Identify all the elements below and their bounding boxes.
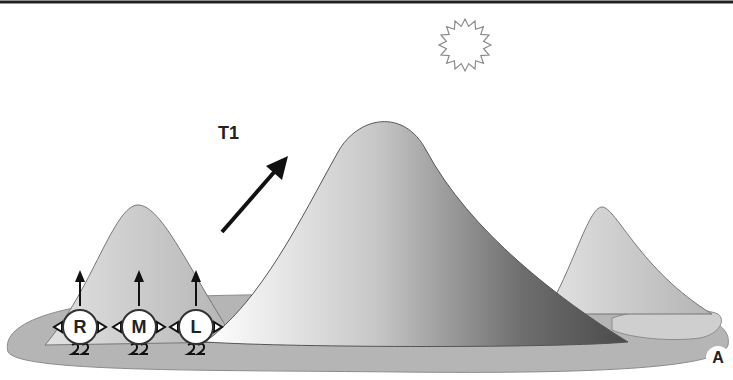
right-mountain [545, 207, 712, 314]
arrow-label: T1 [218, 124, 239, 142]
sun [439, 19, 491, 71]
figure-letter: L [191, 318, 202, 336]
figure-letter: R [74, 318, 87, 336]
big-mountain [205, 122, 628, 347]
figure-head-circle: M [121, 309, 157, 345]
panel-letter: A [712, 350, 724, 366]
figure-letter: M [132, 318, 147, 336]
top-rule [0, 1, 733, 4]
corner-badge [706, 346, 730, 370]
figure-head-circle: L [178, 309, 214, 345]
direction-arrow [222, 170, 276, 232]
figure-head-circle: R [62, 309, 98, 345]
left-mountain [45, 205, 236, 345]
direction-arrowhead [266, 156, 288, 180]
figure-parts [54, 270, 222, 354]
